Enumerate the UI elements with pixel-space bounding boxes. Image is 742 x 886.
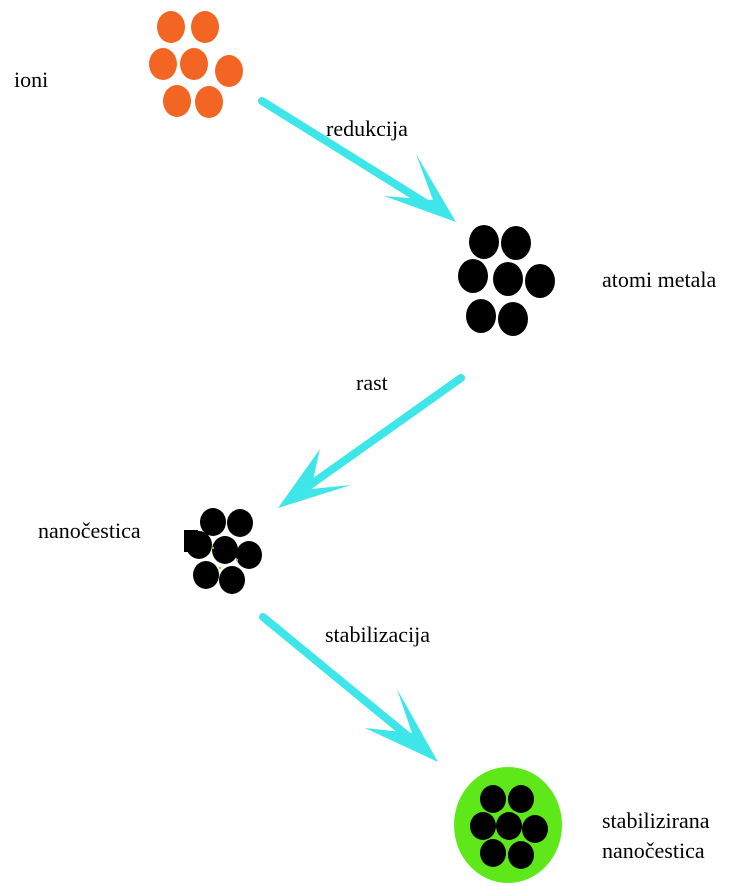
atom bbox=[458, 259, 488, 293]
atom bbox=[212, 536, 238, 564]
reduction-label: redukcija bbox=[326, 116, 408, 141]
atom bbox=[236, 541, 262, 569]
atom bbox=[525, 264, 555, 298]
atom bbox=[498, 302, 528, 336]
atom bbox=[227, 509, 253, 537]
ions-label: ioni bbox=[14, 67, 49, 92]
ion bbox=[149, 48, 177, 80]
atom bbox=[522, 815, 548, 843]
atom bbox=[508, 841, 534, 869]
atom bbox=[186, 531, 212, 559]
atom bbox=[501, 226, 531, 260]
nanoparticle-label: nanočestica bbox=[38, 518, 141, 543]
reduction-arrow bbox=[258, 97, 456, 222]
atom bbox=[480, 839, 506, 867]
stabilized-label-line1: stabilizirana bbox=[602, 808, 710, 833]
growth-label: rast bbox=[356, 370, 388, 395]
atom bbox=[480, 785, 506, 813]
atom bbox=[466, 299, 496, 333]
atom bbox=[219, 566, 245, 594]
atom bbox=[496, 812, 522, 840]
stabilization-arrow bbox=[259, 613, 438, 762]
stabilized-nanoparticle-label: stabilizirana nanočestica bbox=[602, 806, 710, 866]
ion bbox=[157, 11, 185, 43]
stabilization-label: stabilizacija bbox=[325, 622, 431, 647]
ion bbox=[215, 55, 243, 87]
ion bbox=[180, 48, 208, 80]
stabilized-nanoparticle bbox=[454, 767, 562, 883]
ion bbox=[195, 86, 223, 118]
ion bbox=[191, 11, 219, 43]
atom bbox=[469, 225, 499, 259]
nanoparticle-cluster bbox=[184, 508, 262, 594]
atom bbox=[493, 262, 523, 296]
ion bbox=[163, 85, 191, 117]
atom bbox=[200, 508, 226, 536]
metal-atoms-cluster bbox=[458, 225, 555, 336]
atom bbox=[193, 561, 219, 589]
growth-arrow bbox=[278, 374, 465, 508]
atom bbox=[470, 812, 496, 840]
metal-atoms-label: atomi metala bbox=[602, 267, 717, 292]
stabilized-label-line2: nanočestica bbox=[602, 838, 705, 863]
ions-cluster bbox=[149, 11, 243, 118]
atom bbox=[508, 785, 534, 813]
